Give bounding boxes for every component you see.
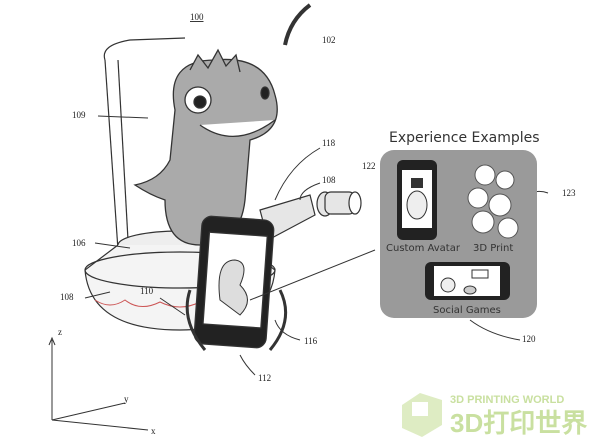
panel-item-social-games: Social Games	[433, 305, 501, 316]
ref-102: 102	[322, 35, 336, 45]
ref-110: 110	[140, 286, 154, 296]
ref-112: 112	[258, 373, 271, 383]
ref-116: 116	[304, 336, 318, 346]
ref-120: 120	[522, 334, 536, 344]
panel-3d-prints	[467, 164, 519, 239]
watermark-text-en: 3D PRINTING WORLD	[450, 394, 564, 406]
smartphone	[185, 215, 288, 351]
dinosaur-toy	[133, 48, 278, 246]
panel-item-custom-avatar: Custom Avatar	[386, 243, 461, 254]
panel-item-3d-print: 3D Print	[473, 243, 513, 254]
ref-108-base: 108	[60, 292, 74, 302]
coordinate-axes	[48, 336, 149, 431]
panel-phone-games	[425, 262, 510, 300]
panel-phone-avatar	[397, 160, 437, 240]
ref-109: 109	[72, 110, 86, 120]
axis-z-label: z	[58, 327, 62, 337]
ref-106: 106	[72, 238, 86, 248]
axis-x-label: x	[151, 426, 156, 436]
cylinder-enclosure	[103, 37, 186, 251]
watermark-text-cn: 3D打印世界	[450, 408, 587, 438]
ref-118: 118	[322, 138, 336, 148]
ref-108-crank: 108	[322, 175, 336, 185]
ref-122: 122	[362, 161, 376, 171]
panel-title: Experience Examples	[389, 130, 540, 146]
axis-y-label: y	[124, 394, 129, 404]
ref-100: 100	[190, 12, 204, 22]
ref-123: 123	[562, 188, 576, 198]
watermark-logo-icon	[402, 393, 442, 437]
